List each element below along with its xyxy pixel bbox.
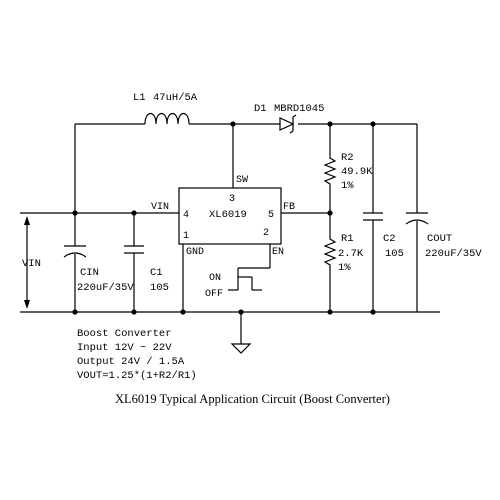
ic-pin-sw-num: 3 <box>229 194 235 205</box>
inductor-l1 <box>144 112 190 125</box>
ic-pin-vin-num: 4 <box>183 210 189 221</box>
c2-value: 105 <box>385 248 404 260</box>
r1-ref: R1 <box>341 233 354 245</box>
r1-value: 2.7K <box>338 248 364 260</box>
ic-name: XL6019 <box>209 209 247 221</box>
cin-ref: CIN <box>80 267 99 279</box>
junction-dots <box>72 121 376 315</box>
capacitor-cin <box>63 245 87 258</box>
ground-icon <box>230 343 252 354</box>
vin-arrow <box>24 216 30 309</box>
cout-ref: COUT <box>427 233 452 245</box>
ic-pin-gnd-label: GND <box>186 247 204 258</box>
wires <box>20 123 440 344</box>
r2-tolerance: 1% <box>341 180 354 192</box>
r2-ref: R2 <box>341 152 354 164</box>
diagram-caption: XL6019 Typical Application Circuit (Boos… <box>115 392 390 406</box>
r2-value: 49.9K <box>341 166 373 178</box>
inductor-value: 47uH/5A <box>153 92 198 104</box>
diode-value: MBRD1045 <box>274 103 324 115</box>
inductor-ref: L1 <box>133 92 146 104</box>
capacitor-cout <box>405 212 429 225</box>
note-line-3: Output 24V / 1.5A <box>77 356 185 368</box>
ic-pin-en-num: 2 <box>263 228 269 239</box>
resistor-r2 <box>323 155 337 189</box>
capacitor-c2 <box>363 212 383 221</box>
diode-d1 <box>279 114 297 134</box>
resistor-r1 <box>323 236 337 270</box>
note-line-1: Boost Converter <box>77 328 172 340</box>
r1-tolerance: 1% <box>338 262 351 274</box>
ic-pin-sw-label: SW <box>236 175 248 186</box>
switch-off-label: OFF <box>205 289 223 300</box>
ic-xl6019 <box>178 187 282 245</box>
ic-pin-fb-num: 5 <box>268 210 274 221</box>
note-line-4: VOUT=1.25*(1+R2/R1) <box>77 370 197 382</box>
ic-pin-vin-label: VIN <box>151 202 169 213</box>
switch-on-label: ON <box>209 273 221 284</box>
c1-value: 105 <box>150 282 169 294</box>
ic-pin-gnd-num: 1 <box>183 231 189 242</box>
cin-value: 220uF/35V <box>77 282 134 294</box>
diode-ref: D1 <box>254 103 267 115</box>
ic-pin-en-label: EN <box>272 247 284 258</box>
vin-input-label: VIN <box>22 258 41 270</box>
capacitor-c1 <box>124 245 144 254</box>
c2-ref: C2 <box>383 233 396 245</box>
note-line-2: Input 12V ~ 22V <box>77 342 172 354</box>
ic-pin-fb-label: FB <box>283 202 295 213</box>
c1-ref: C1 <box>150 267 163 279</box>
cout-value: 220uF/35V <box>425 248 482 260</box>
